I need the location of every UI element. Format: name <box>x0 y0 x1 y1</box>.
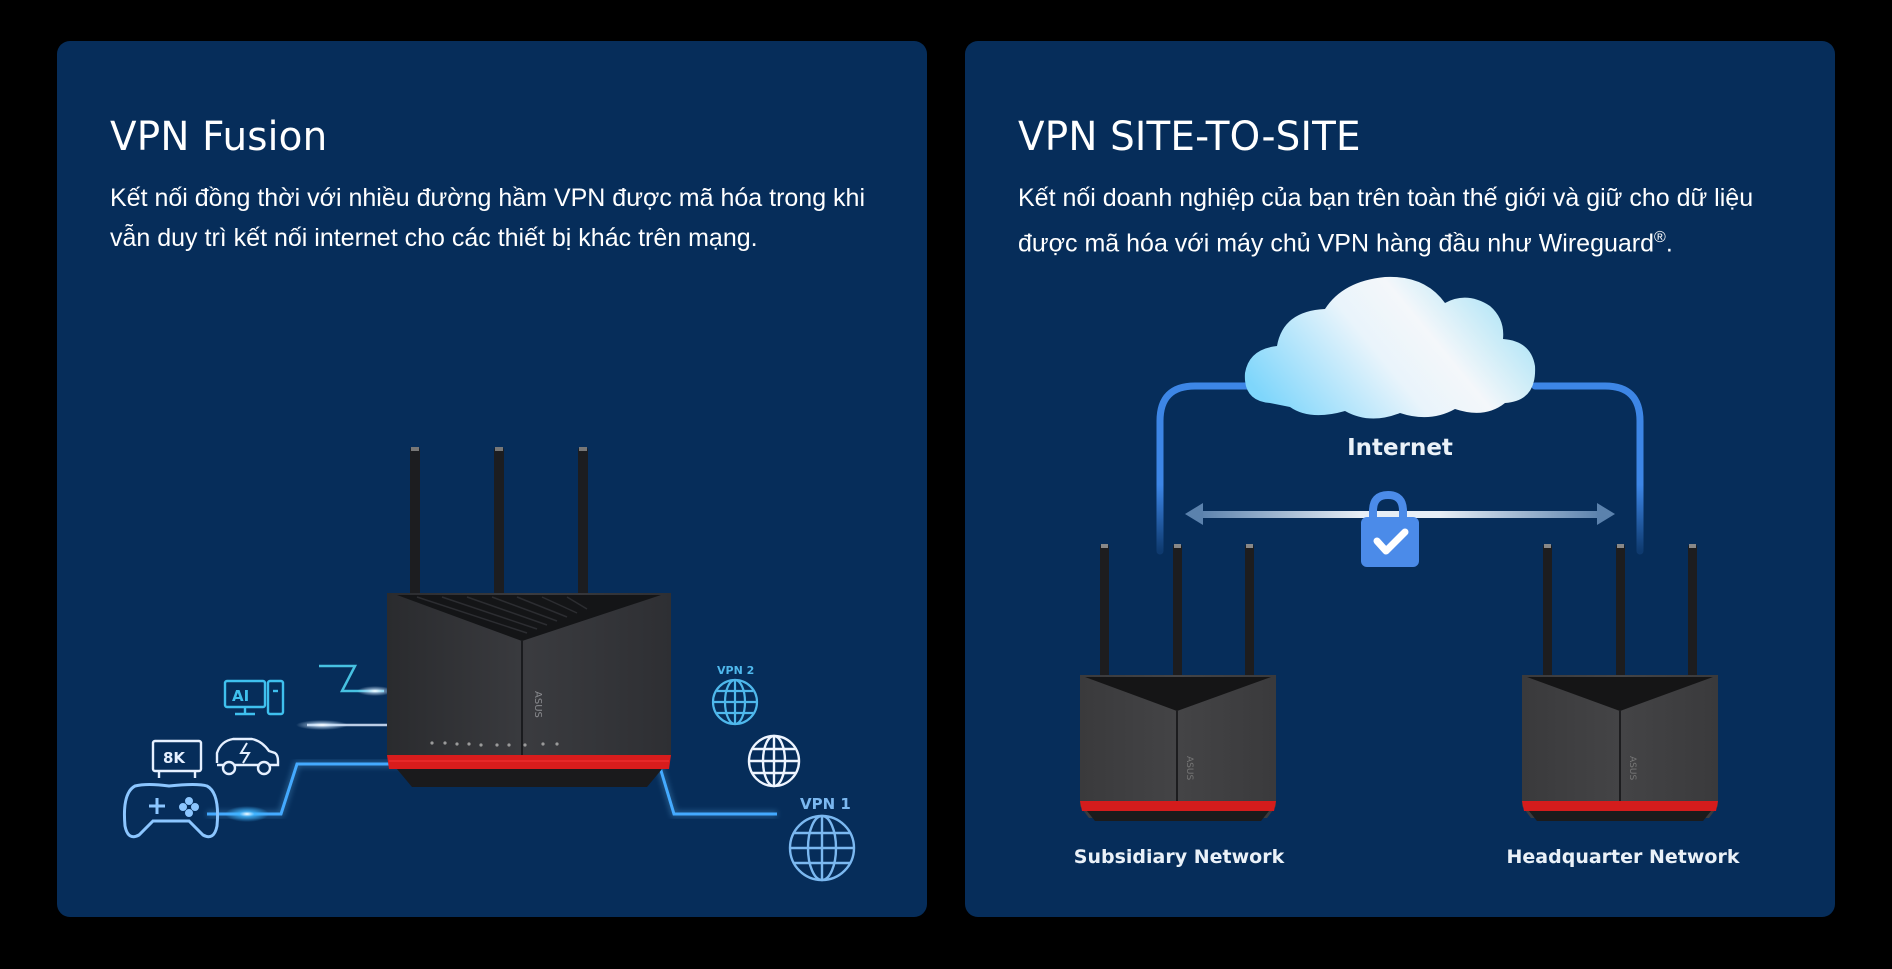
card-title: VPN Fusion <box>110 114 328 160</box>
vpn-fusion-card: VPN Fusion Kết nối đồng thời với nhiều đ… <box>57 41 927 917</box>
router-brand: ASUS <box>532 691 543 718</box>
cloud-icon <box>1244 276 1536 419</box>
tv-8k-icon: 8K <box>151 739 203 778</box>
cloud-label: Internet <box>1347 435 1453 461</box>
vpn-site-to-site-card: VPN SITE-TO-SITE Kết nối doanh nghiệp củ… <box>965 41 1835 917</box>
antenna <box>1100 544 1109 684</box>
card-description: Kết nối đồng thời với nhiều đường hầm VP… <box>110 184 866 252</box>
description-text: Kết nối doanh nghiệp của bạn trên toàn t… <box>1018 184 1754 258</box>
card-description: Kết nối doanh nghiệp của bạn trên toàn t… <box>1018 184 1754 258</box>
antenna <box>1543 544 1552 684</box>
svg-text:ASUS: ASUS <box>1184 756 1194 780</box>
glow-spot <box>296 720 348 730</box>
electric-car-icon <box>215 737 280 776</box>
lock-check-icon <box>1361 490 1419 567</box>
globe-icon <box>747 734 801 788</box>
gamepad-icon <box>123 783 219 839</box>
globe-icon-vpn2 <box>711 678 759 726</box>
antenna <box>494 447 504 597</box>
antenna <box>1616 544 1625 684</box>
headquarter-network-label: Headquarter Network <box>1507 846 1740 868</box>
tunnel-line-right <box>1531 382 1644 555</box>
router-headquarter: ASUS <box>1522 544 1718 821</box>
card-title: VPN SITE-TO-SITE <box>1018 114 1361 160</box>
glow-spot <box>225 806 269 822</box>
svg-text:ASUS: ASUS <box>1627 756 1637 780</box>
tunnel-line-left <box>1156 382 1269 555</box>
antenna <box>1688 544 1697 684</box>
glow-spot <box>357 686 393 696</box>
antenna <box>1245 544 1254 684</box>
antenna <box>410 447 420 597</box>
globe-icon-vpn1 <box>788 814 856 882</box>
subsidiary-network-label: Subsidiary Network <box>1074 846 1285 868</box>
site-to-site-illustration: Internet ASUS Subsidiar <box>1074 276 1740 868</box>
antenna <box>1173 544 1182 684</box>
svg-text:AI: AI <box>232 687 249 705</box>
registered-mark: ® <box>1654 229 1666 246</box>
vpn1-label: VPN 1 <box>800 795 851 813</box>
vpn-fusion-illustration: ASUS AI 8K <box>123 447 856 882</box>
svg-text:8K: 8K <box>163 749 186 767</box>
antenna <box>578 447 588 597</box>
router-subsidiary: ASUS <box>1080 544 1276 821</box>
ai-pc-icon: AI <box>223 679 285 716</box>
vpn2-label: VPN 2 <box>717 664 754 677</box>
router-image: ASUS <box>387 447 671 787</box>
